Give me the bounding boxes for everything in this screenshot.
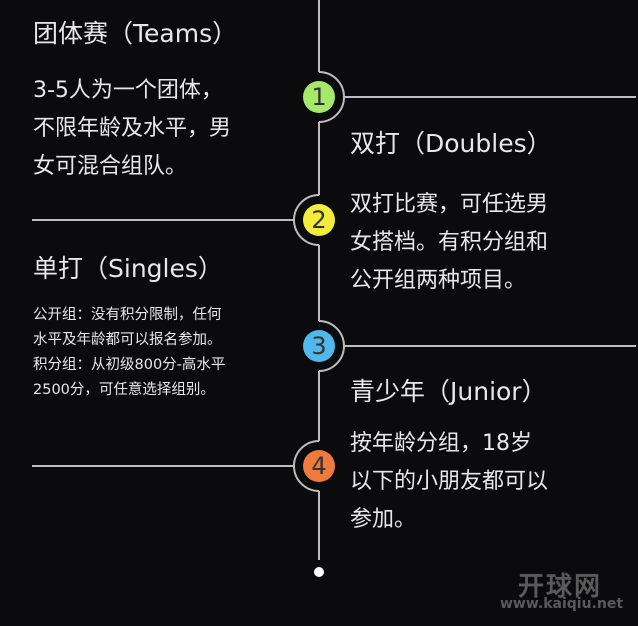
body-line: 女搭档。有积分组和	[350, 230, 549, 255]
body-line: 女可混合组队。	[33, 154, 188, 179]
node-number: 2	[311, 206, 327, 234]
node-2-arc	[293, 194, 320, 246]
section-body-junior: 按年龄分组，18岁 以下的小朋友都可以 参加。	[350, 425, 548, 539]
node-number: 3	[311, 332, 327, 360]
node-number: 4	[311, 452, 327, 480]
node-1-arc	[318, 71, 345, 123]
timeline-end-dot	[314, 567, 324, 577]
watermark-name: 开球网	[518, 572, 603, 602]
section-title-junior: 青少年（Junior）	[350, 377, 547, 406]
body-line: 参加。	[350, 507, 417, 532]
node-2: 2	[303, 204, 335, 236]
section-body-singles: 公开组：没有积分限制，任何 水平及年龄都可以报名参加。 积分组：从初级800分-…	[33, 303, 225, 403]
section-title-singles: 单打（Singles）	[33, 254, 223, 283]
node-number: 1	[311, 83, 327, 111]
body-line: 双打比赛，可任选男	[350, 192, 549, 217]
body-line: 公开组：没有积分限制，任何	[33, 307, 222, 323]
node-3: 3	[303, 330, 335, 362]
body-line: 以下的小朋友都可以	[350, 469, 549, 494]
section-body-doubles: 双打比赛，可任选男 女搭档。有积分组和 公开组两种项目。	[350, 186, 548, 300]
section-title-teams: 团体赛（Teams）	[33, 19, 238, 48]
body-line: 公开组两种项目。	[350, 268, 527, 293]
section-body-teams: 3-5人为一个团体， 不限年龄及水平，男 女可混合组队。	[33, 72, 231, 186]
section-title-doubles: 双打（Doubles）	[350, 129, 552, 158]
body-line: 不限年龄及水平，男	[33, 116, 232, 141]
body-line: 2500分，可任意选择组别。	[33, 382, 215, 398]
body-line: 按年龄分组，18岁	[350, 431, 532, 456]
node-3-arc	[318, 320, 345, 372]
watermark-url: www.kaiqiu.net	[500, 596, 624, 612]
body-line: 3-5人为一个团体，	[33, 78, 223, 103]
node-4: 4	[303, 450, 335, 482]
node-1: 1	[303, 81, 335, 113]
body-line: 水平及年龄都可以报名参加。	[33, 332, 222, 348]
body-line: 积分组：从初级800分-高水平	[33, 357, 226, 373]
node-4-arc	[293, 440, 320, 492]
